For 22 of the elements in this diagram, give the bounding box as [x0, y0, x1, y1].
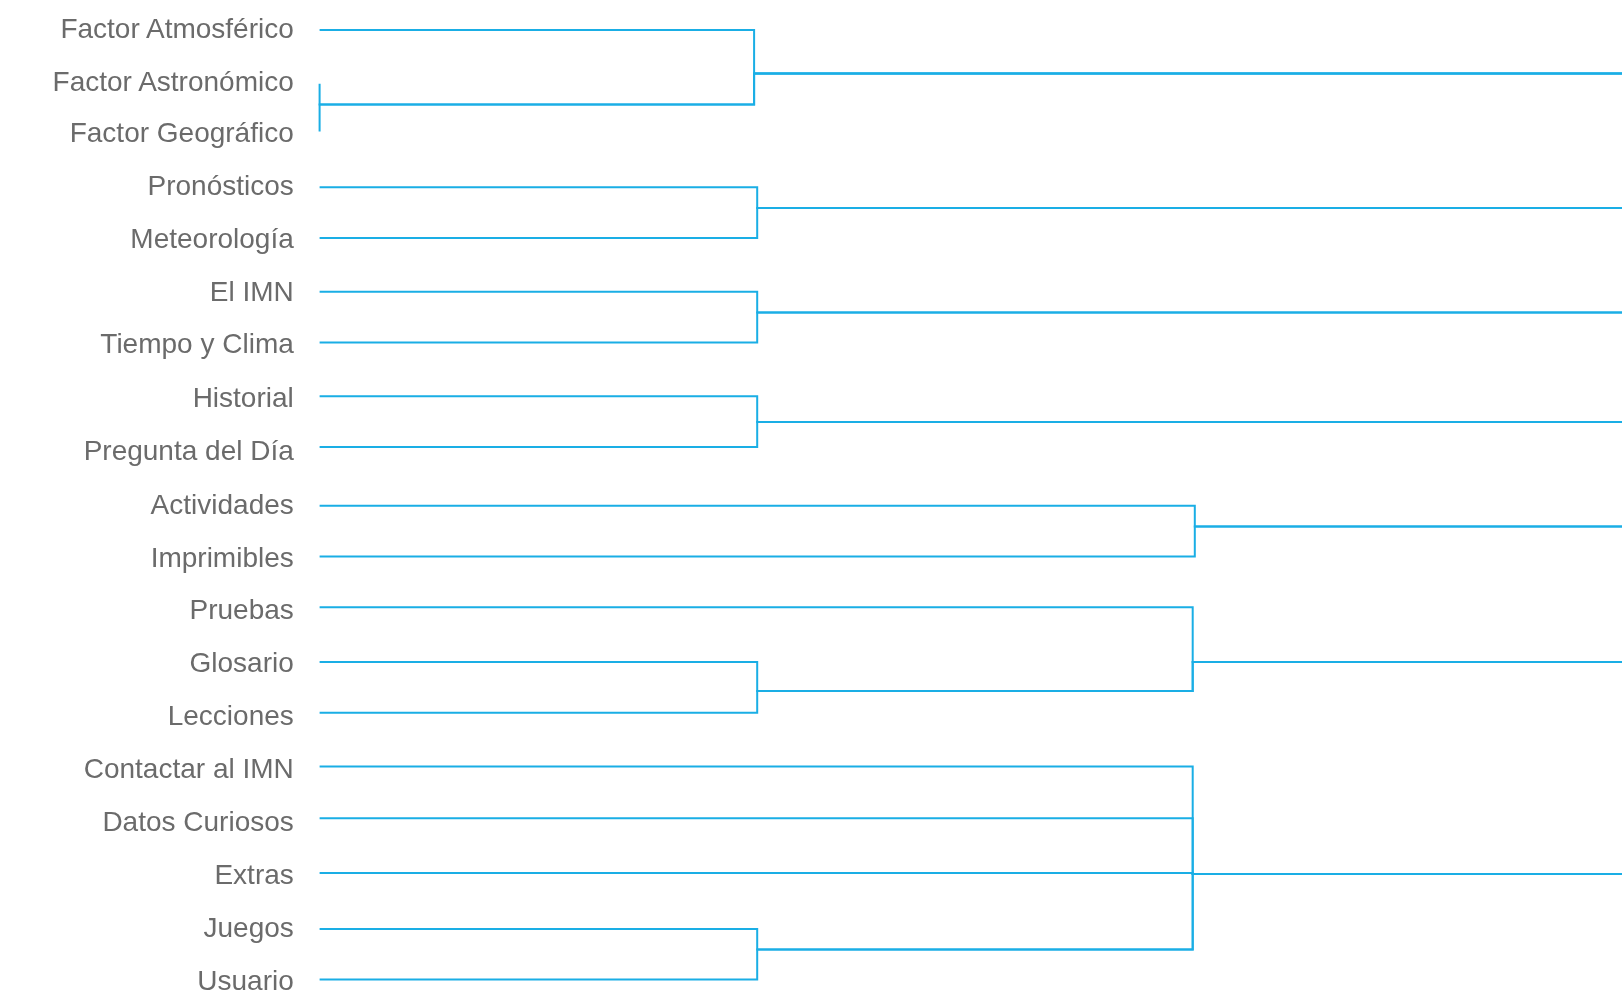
- category-label: Lecciones: [167, 700, 294, 732]
- category-label: Contactar al IMN: [83, 752, 294, 784]
- category-label: Juegos: [203, 912, 294, 944]
- connector-line: [318, 311, 1622, 344]
- category-label: Pruebas: [189, 594, 294, 626]
- category-label: Actividades: [150, 489, 294, 520]
- category-label: El IMN: [209, 275, 294, 307]
- category-label: Factor Astronómico: [52, 65, 294, 97]
- category-label: Pregunta del Día: [83, 435, 294, 467]
- category-label: Factor Geográfico: [69, 117, 294, 149]
- category-label: Extras: [214, 859, 294, 891]
- category-label: Historial: [192, 382, 294, 414]
- category-label: Factor Atmosférico: [60, 13, 294, 45]
- connector-line: [318, 525, 1622, 558]
- connector-line: [318, 72, 1622, 133]
- category-label: Usuario: [197, 964, 294, 995]
- category-label: Datos Curiosos: [102, 806, 294, 838]
- category-label: Imprimibles: [150, 541, 294, 573]
- category-label: Tiempo y Clima: [100, 328, 294, 360]
- category-label: Pronósticos: [147, 170, 294, 202]
- category-label: Glosario: [189, 647, 294, 679]
- category-label: Meteorología: [130, 223, 294, 255]
